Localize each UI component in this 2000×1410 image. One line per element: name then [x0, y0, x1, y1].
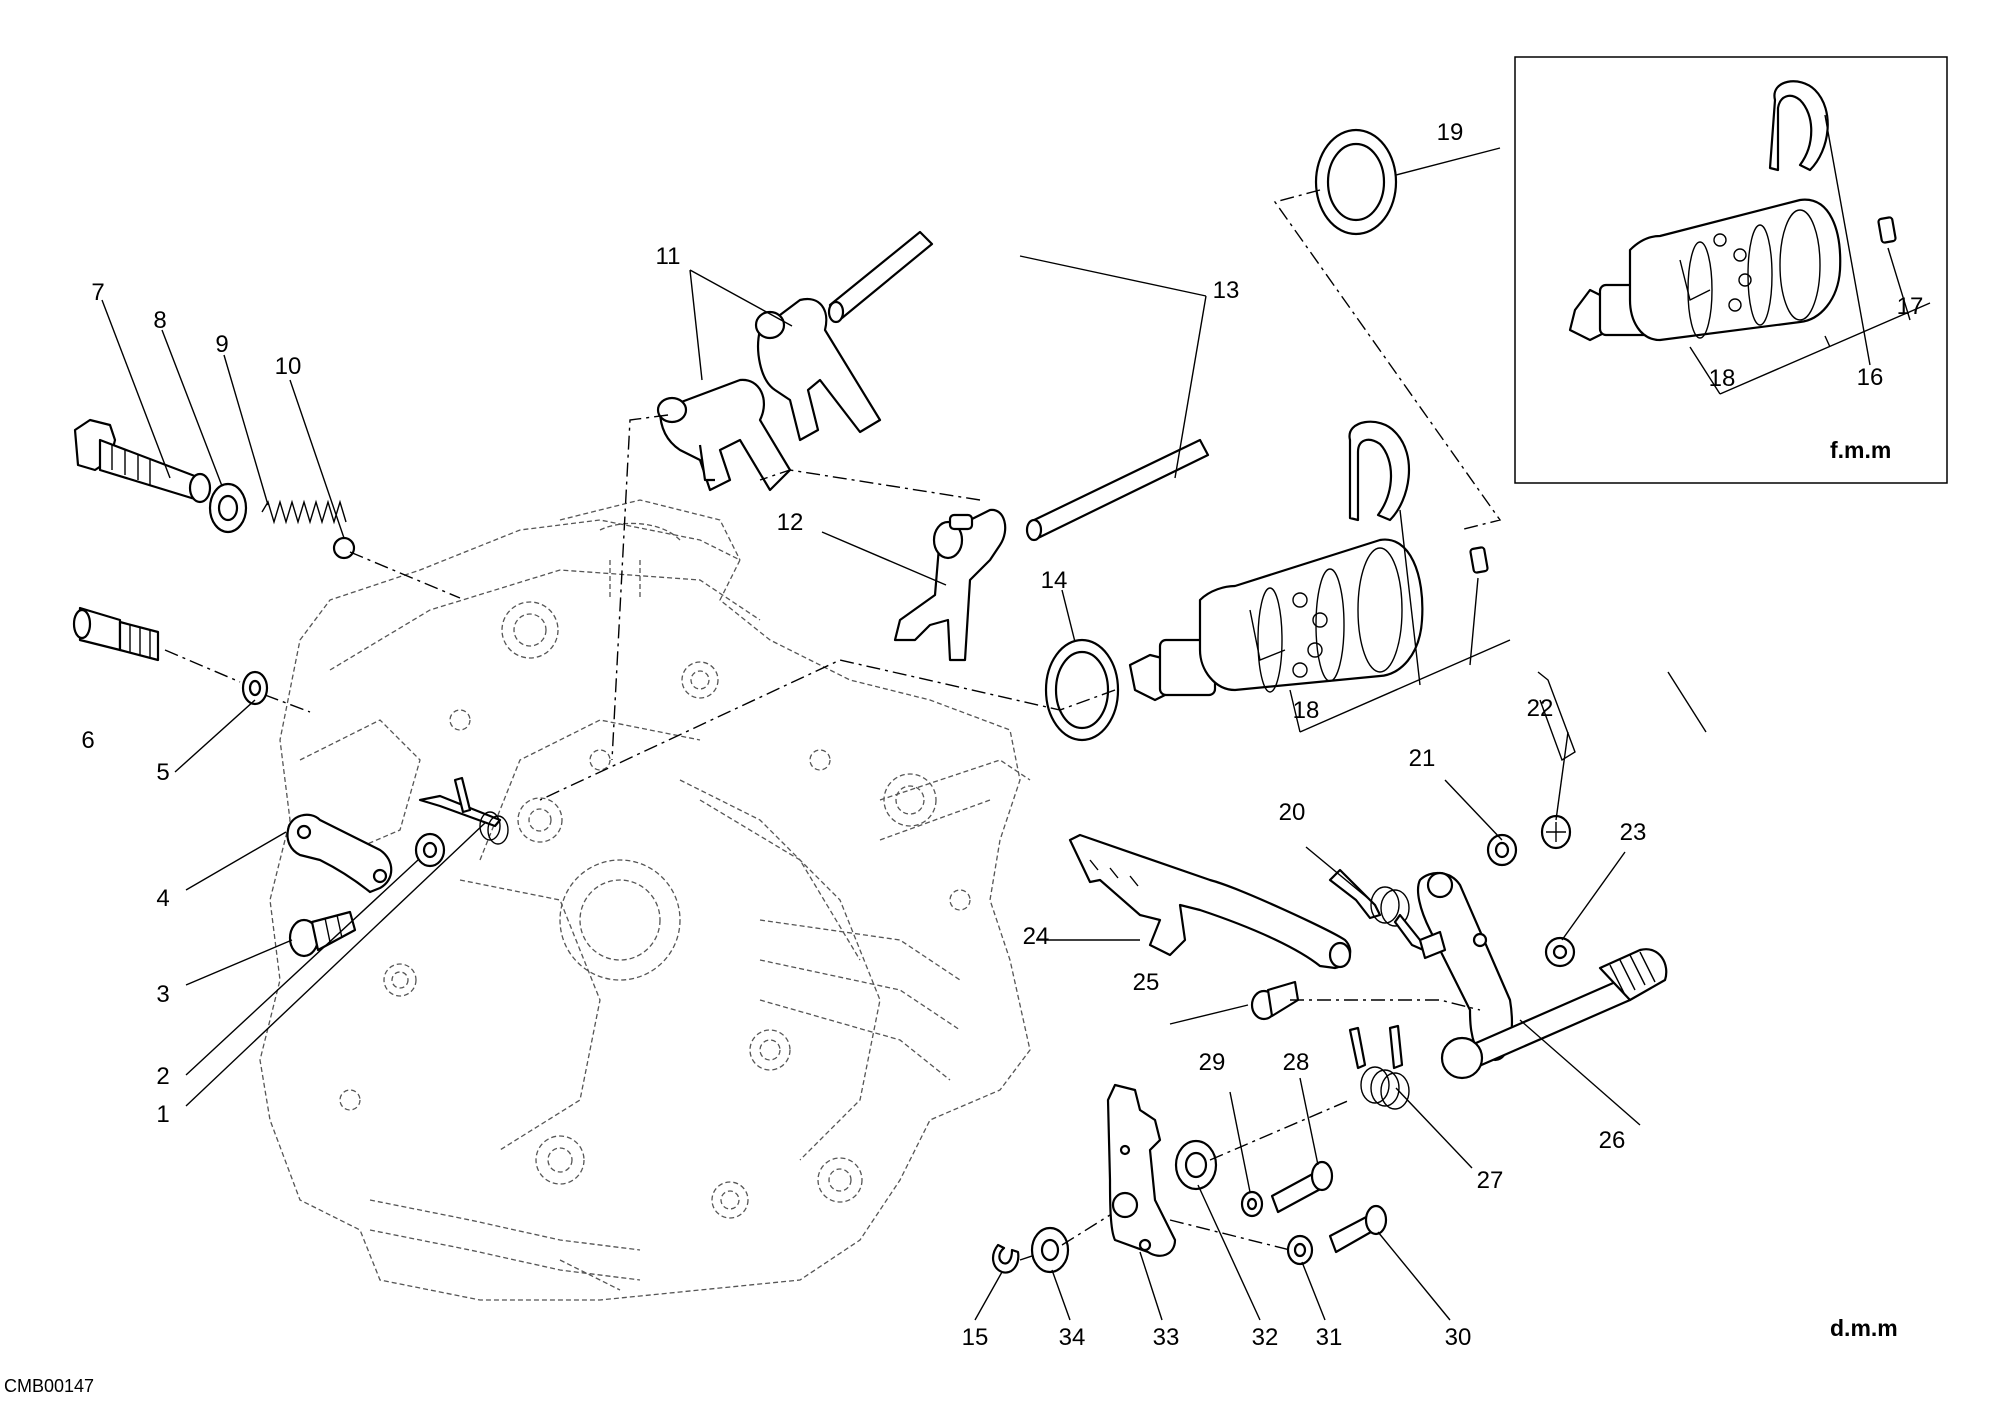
circlip-part-15 — [992, 1243, 1020, 1274]
screw-part-3 — [288, 910, 357, 958]
callout-34: 34 — [1059, 1324, 1086, 1351]
callout-17: 17 — [1897, 293, 1924, 320]
plate-part-4 — [286, 813, 393, 894]
callout-30: 30 — [1445, 1324, 1472, 1351]
selector-drum-part-18 — [1128, 420, 1489, 702]
callout-7: 7 — [91, 279, 104, 306]
washer-part-32 — [1174, 1139, 1218, 1191]
callout-10: 10 — [275, 353, 302, 380]
washer-part-14 — [1044, 638, 1120, 742]
washer-part-19 — [1314, 128, 1398, 236]
screw-part-28 — [1270, 1160, 1334, 1214]
inset-frame — [1514, 56, 1948, 484]
callout-22: 22 — [1527, 695, 1554, 722]
screw-part-25 — [1250, 980, 1300, 1021]
spring-part-27 — [1348, 1024, 1410, 1110]
callout-4: 4 — [156, 885, 169, 912]
callout-29: 29 — [1199, 1049, 1226, 1076]
shift-fork-part-12 — [893, 508, 1007, 662]
tag-inset: f.m.m — [1830, 437, 1891, 463]
circlip-part-22 — [1540, 814, 1572, 850]
callout-1: 1 — [156, 1101, 169, 1128]
detent-plug-part — [73, 418, 212, 504]
callout-13: 13 — [1213, 277, 1240, 304]
bush-part-23 — [1544, 936, 1576, 968]
washer-part-2 — [414, 832, 446, 868]
callout-6: 6 — [81, 727, 94, 754]
callout-27: 27 — [1477, 1167, 1504, 1194]
callout-33: 33 — [1153, 1324, 1180, 1351]
callout-28: 28 — [1283, 1049, 1310, 1076]
callout-14: 14 — [1041, 567, 1068, 594]
leader-lines — [101, 114, 1931, 1321]
washer-part-5 — [241, 670, 269, 706]
callout-26: 26 — [1599, 1127, 1626, 1154]
washer-part-31 — [1286, 1234, 1314, 1266]
inset-drum-assembly — [1568, 80, 1897, 342]
callout-8: 8 — [153, 307, 166, 334]
screw-part-30 — [1328, 1204, 1388, 1254]
neutral-sensor-part — [72, 606, 160, 662]
plate-part-33 — [1106, 1083, 1177, 1257]
callout-18-inset: 18 — [1709, 365, 1736, 392]
ball-part-10 — [332, 536, 356, 560]
crankcase-half-drawing — [259, 499, 1031, 1301]
callout-20: 20 — [1279, 799, 1306, 826]
callout-12: 12 — [777, 509, 804, 536]
washer-part-34 — [1030, 1226, 1070, 1274]
spring-part-9 — [261, 499, 347, 525]
callout-3: 3 — [156, 981, 169, 1008]
washer-part-8 — [208, 482, 248, 534]
callout-19: 19 — [1437, 119, 1464, 146]
callout-9: 9 — [215, 331, 228, 358]
callout-15: 15 — [962, 1324, 989, 1351]
washer-part-29 — [1240, 1190, 1264, 1218]
callout-labels: 1 2 3 4 5 6 7 8 9 10 11 12 13 14 15 16 1… — [4, 119, 1923, 1396]
callout-16: 16 — [1857, 364, 1884, 391]
callout-24: 24 — [1023, 923, 1050, 950]
callout-18: 18 — [1293, 697, 1320, 724]
diagram-code: CMB00147 — [4, 1376, 94, 1396]
callout-23: 23 — [1620, 819, 1647, 846]
callout-32: 32 — [1252, 1324, 1279, 1351]
fork-shaft-part-13 — [827, 230, 1210, 542]
washer-part-21 — [1486, 833, 1518, 867]
tag-main: d.m.m — [1830, 1315, 1898, 1341]
assembly-lines — [164, 189, 1502, 1261]
gearchange-shaft-part-26 — [1416, 871, 1668, 1080]
shift-lever-part-24 — [1068, 833, 1352, 970]
callout-31: 31 — [1316, 1324, 1343, 1351]
callout-2: 2 — [156, 1063, 169, 1090]
callout-25: 25 — [1133, 969, 1160, 996]
callout-21: 21 — [1409, 745, 1436, 772]
callout-11: 11 — [656, 243, 681, 270]
spring-part-1 — [418, 776, 509, 845]
shift-fork-part-11 — [656, 297, 882, 492]
callout-5: 5 — [156, 759, 169, 786]
